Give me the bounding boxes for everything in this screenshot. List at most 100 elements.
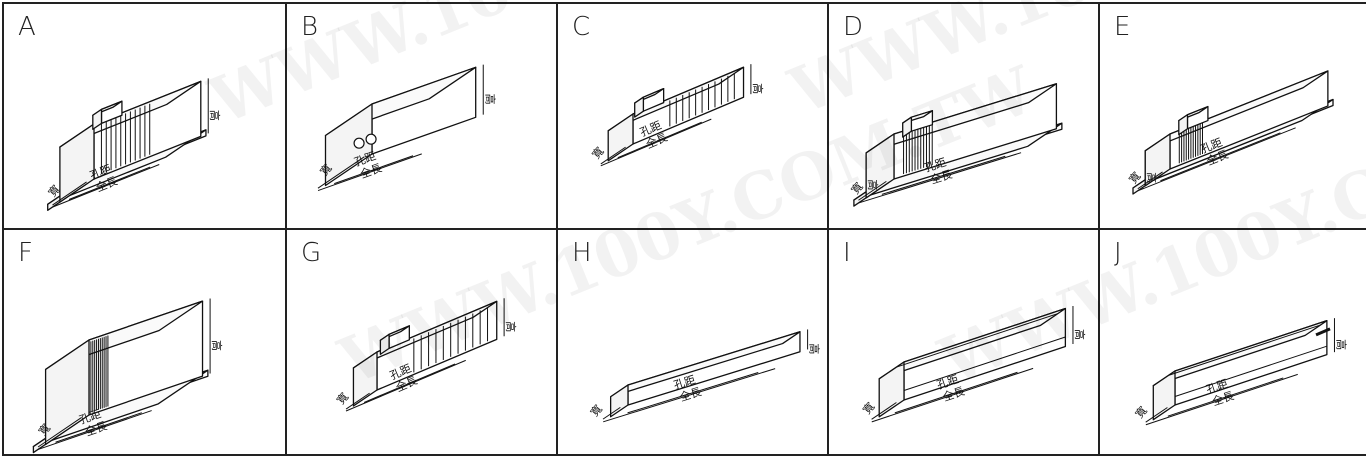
total-length-dimension-line	[871, 367, 1034, 423]
box-end-face	[607, 113, 634, 162]
width-dimension-line	[37, 417, 82, 448]
panel-e: E 孔距全長寬高	[1098, 2, 1366, 228]
panel-letter: A	[18, 12, 36, 42]
terminal-block	[902, 110, 934, 138]
total-length-label: 全長	[941, 384, 966, 404]
ballast-body	[59, 80, 202, 203]
ballast-body	[324, 66, 477, 187]
width-dimension-line	[52, 181, 87, 206]
hole-distance-dimension-line	[363, 363, 456, 403]
height-label: 高	[504, 321, 518, 332]
hole-distance-dimension-line	[68, 166, 151, 200]
octagon-edge-line	[1174, 345, 1328, 397]
octagon-edge-line	[896, 313, 1059, 368]
box-end-face	[902, 116, 913, 138]
ballast-body	[878, 307, 1067, 418]
total-length-label: 全長	[1210, 388, 1235, 408]
hole-distance-dimension-line	[894, 371, 1018, 414]
hole-distance-dimension-line	[881, 155, 1006, 195]
ballast-body	[352, 300, 498, 407]
box-end-face	[878, 361, 905, 418]
octagon-edge-line	[903, 336, 1066, 391]
box-end-face	[1152, 370, 1176, 421]
total-length-dimension-line	[600, 118, 712, 167]
hole-distance-dimension-line	[627, 371, 759, 414]
hole-distance-dimension-line	[334, 155, 414, 185]
box-end-face	[92, 108, 103, 130]
height-label: 高	[483, 94, 497, 105]
total-length-dimension-line	[37, 410, 152, 450]
panel-letter: D	[843, 12, 864, 42]
panel-h: H 孔距全長寬高	[556, 228, 827, 456]
panel-letter: B	[301, 12, 319, 42]
height-label: 高	[751, 83, 765, 94]
total-length-label: 全長	[929, 167, 954, 187]
panel-f: F 孔距全長寬高	[2, 228, 285, 456]
panel-j: J 孔距全長寬高	[1098, 228, 1366, 456]
width-label: 寬	[1132, 403, 1150, 420]
total-length-dimension-line	[603, 368, 776, 423]
total-length-label: 全長	[83, 418, 108, 438]
box-end-face	[609, 384, 629, 418]
total-length-dimension-line	[345, 359, 466, 412]
lead-wire	[1315, 327, 1331, 337]
wire-port-hole	[353, 137, 365, 149]
height-label: 高	[210, 340, 224, 351]
height-label: 高	[1073, 329, 1087, 340]
dimension-annotations: 孔距全長寬高	[1126, 127, 1296, 192]
width-dimension-line	[858, 180, 887, 201]
box-end-face	[352, 351, 378, 407]
hole-distance-dimension-line	[617, 121, 702, 159]
enclosed-frame-ballast-icon: 孔距全長寬高	[848, 83, 1063, 207]
ballast-body	[609, 331, 801, 418]
wire-port-hole	[365, 133, 377, 145]
total-length-dimension-line	[317, 153, 422, 192]
box-end-face	[379, 333, 390, 355]
width-dimension-line	[602, 406, 621, 420]
terminal-block	[379, 325, 410, 355]
panel-a: A 孔距全長寬高	[2, 2, 285, 228]
hole-distance-label: 孔距	[672, 373, 697, 392]
total-length-label: 全長	[678, 384, 703, 404]
height-label: 高	[866, 179, 880, 190]
height-label: 高	[208, 110, 222, 121]
width-dimension-line	[1137, 171, 1163, 190]
hole-distance-dimension-line	[1167, 377, 1284, 417]
height-label: 高	[1334, 339, 1348, 350]
panel-letter: G	[301, 238, 322, 268]
width-label: 寬	[587, 402, 605, 419]
ballast-body	[607, 66, 745, 162]
width-dimension-line	[600, 146, 626, 165]
ballast-body	[1152, 320, 1328, 421]
total-length-dimension-line	[1137, 127, 1296, 192]
width-label: 寬	[860, 399, 878, 416]
panel-letter: C	[572, 12, 591, 42]
panel-i: I 孔距全長寬高	[827, 228, 1098, 456]
panel-letter: H	[572, 238, 592, 268]
width-label: 寬	[333, 390, 351, 407]
panel-letter: E	[1114, 12, 1131, 42]
box-end-face	[634, 96, 645, 118]
width-dimension-line	[317, 156, 365, 189]
box-end-face	[59, 123, 95, 203]
panel-c: C 孔距全長寬高	[556, 2, 827, 228]
panel-g: G 孔距全長寬高	[285, 228, 556, 456]
panel-b: B 孔距全長寬高	[285, 2, 556, 228]
box-end-face	[1178, 114, 1189, 136]
ballast-body	[865, 83, 1058, 199]
box-top-face	[609, 331, 801, 398]
width-dimension-line	[345, 392, 370, 410]
ballast-body	[1144, 70, 1329, 187]
total-length-label: 全長	[358, 160, 383, 181]
